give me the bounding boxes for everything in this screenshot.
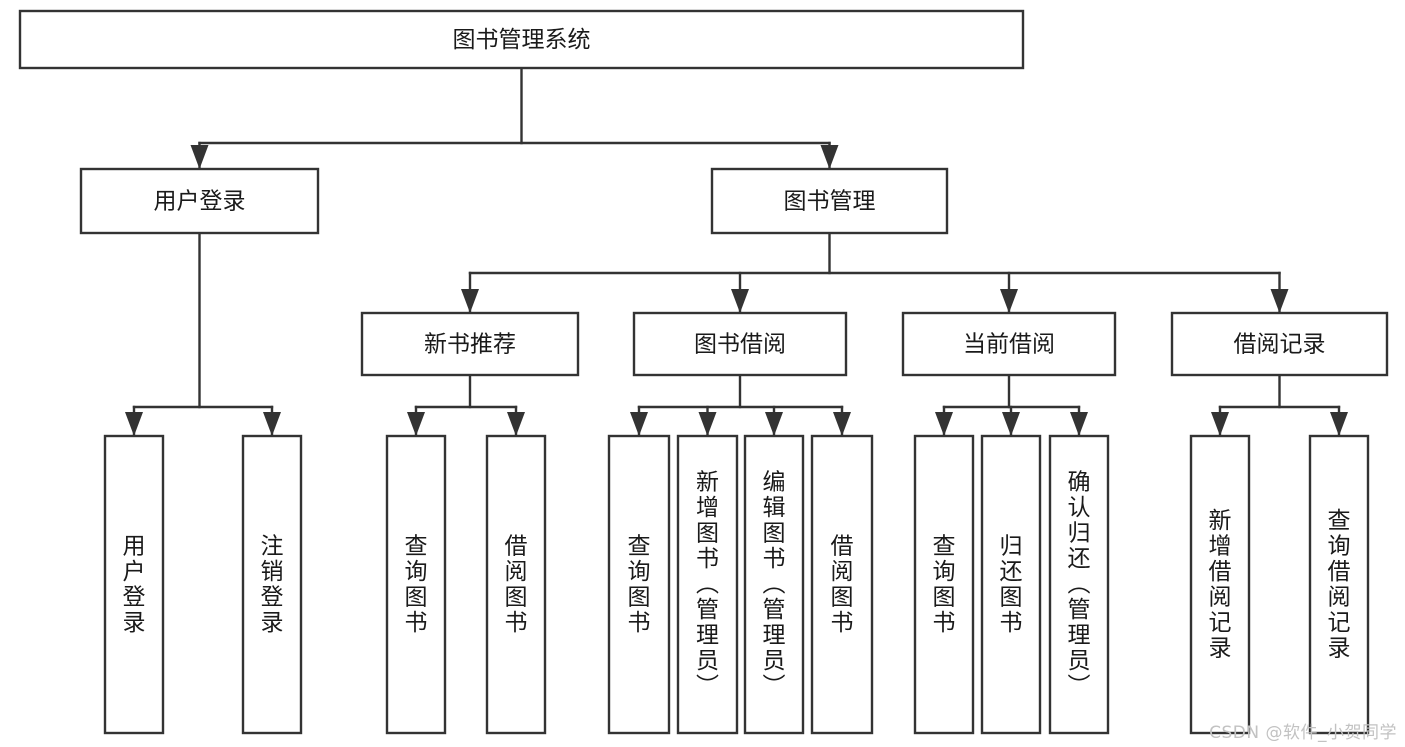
node-level3[interactable]: 新书推荐: [360, 311, 580, 377]
node-box[interactable]: [607, 434, 671, 735]
arrow-head-icon: [1002, 412, 1020, 436]
node-label: 图书管理系统: [453, 27, 591, 53]
arrow-head-icon: [1330, 412, 1348, 436]
arrow-head-icon: [698, 412, 717, 436]
node-box[interactable]: [676, 434, 739, 735]
node-box[interactable]: [385, 434, 447, 735]
node-layer: 图书管理系统用户登录图书管理新书推荐图书借阅当前借阅借阅记录用户登录注销登录查询…: [18, 9, 1389, 735]
arrow-head-icon: [507, 412, 525, 436]
node-box[interactable]: [1189, 434, 1251, 735]
connector-layer: [125, 66, 1348, 437]
node-box[interactable]: [360, 311, 580, 377]
arrow-head-icon: [461, 289, 479, 313]
node-level3[interactable]: 图书借阅: [632, 311, 848, 377]
node-box[interactable]: [103, 434, 165, 735]
arrow-head-icon: [820, 145, 839, 169]
node-leaf[interactable]: 编辑图书︵管理员︶: [743, 434, 805, 735]
node-level3[interactable]: 当前借阅: [901, 311, 1117, 377]
arrow-head-icon: [125, 412, 143, 436]
node-level2[interactable]: 图书管理: [710, 167, 949, 235]
arrow-head-icon: [1000, 289, 1018, 313]
arrow-head-icon: [1070, 412, 1088, 436]
node-label: 借阅图书: [505, 533, 528, 636]
node-leaf[interactable]: 查询图书: [607, 434, 671, 735]
node-leaf[interactable]: 新增借阅记录: [1189, 434, 1251, 735]
node-root[interactable]: 图书管理系统: [18, 9, 1025, 70]
arrow-head-icon: [731, 289, 749, 313]
node-label: 用户登录: [123, 533, 146, 636]
arrow-head-icon: [190, 145, 209, 169]
arrow-head-icon: [1270, 289, 1289, 313]
arrow-head-icon: [263, 412, 281, 436]
node-box[interactable]: [810, 434, 874, 735]
node-label: 图书借阅: [694, 332, 786, 358]
node-leaf[interactable]: 用户登录: [103, 434, 165, 735]
node-label: 编辑图书︵管理员︶: [763, 470, 786, 700]
node-label: 借阅图书: [831, 533, 854, 636]
node-label: 当前借阅: [963, 332, 1055, 358]
node-box[interactable]: [485, 434, 547, 735]
node-label: 查询图书: [933, 533, 956, 636]
node-label: 注销登录: [261, 533, 284, 636]
node-leaf[interactable]: 查询图书: [385, 434, 447, 735]
node-label: 新增图书︵管理员︶: [696, 470, 719, 700]
node-leaf[interactable]: 借阅图书: [485, 434, 547, 735]
node-level3[interactable]: 借阅记录: [1170, 311, 1389, 377]
arrow-head-icon: [935, 412, 953, 436]
node-label: 新书推荐: [424, 332, 516, 358]
node-label: 新增借阅记录: [1209, 508, 1232, 662]
node-label: 确认归还︵管理员︶: [1068, 470, 1091, 700]
node-leaf[interactable]: 查询借阅记录: [1308, 434, 1370, 735]
node-box[interactable]: [901, 311, 1117, 377]
node-box[interactable]: [913, 434, 975, 735]
node-box[interactable]: [710, 167, 949, 235]
node-box[interactable]: [743, 434, 805, 735]
node-leaf[interactable]: 确认归还︵管理员︶: [1048, 434, 1110, 735]
arrow-head-icon: [407, 412, 425, 436]
node-label: 查询借阅记录: [1328, 508, 1351, 662]
node-box[interactable]: [79, 167, 320, 235]
node-box[interactable]: [980, 434, 1042, 735]
node-label: 借阅记录: [1234, 332, 1326, 358]
node-leaf[interactable]: 归还图书: [980, 434, 1042, 735]
arrow-head-icon: [1211, 412, 1229, 436]
node-box[interactable]: [632, 311, 848, 377]
node-box[interactable]: [1048, 434, 1110, 735]
node-leaf[interactable]: 借阅图书: [810, 434, 874, 735]
node-label: 归还图书: [1000, 533, 1023, 636]
node-label: 图书管理: [784, 189, 876, 215]
node-box[interactable]: [1170, 311, 1389, 377]
node-label: 查询图书: [628, 533, 651, 636]
node-label: 用户登录: [154, 189, 246, 215]
arrow-head-icon: [630, 412, 648, 436]
node-leaf[interactable]: 查询图书: [913, 434, 975, 735]
arrow-head-icon: [765, 412, 783, 436]
node-leaf[interactable]: 注销登录: [241, 434, 303, 735]
node-level2[interactable]: 用户登录: [79, 167, 320, 235]
arrow-head-icon: [833, 412, 851, 436]
node-box[interactable]: [1308, 434, 1370, 735]
node-box[interactable]: [241, 434, 303, 735]
node-box[interactable]: [18, 9, 1025, 70]
node-label: 查询图书: [405, 533, 428, 636]
node-leaf[interactable]: 新增图书︵管理员︶: [676, 434, 739, 735]
